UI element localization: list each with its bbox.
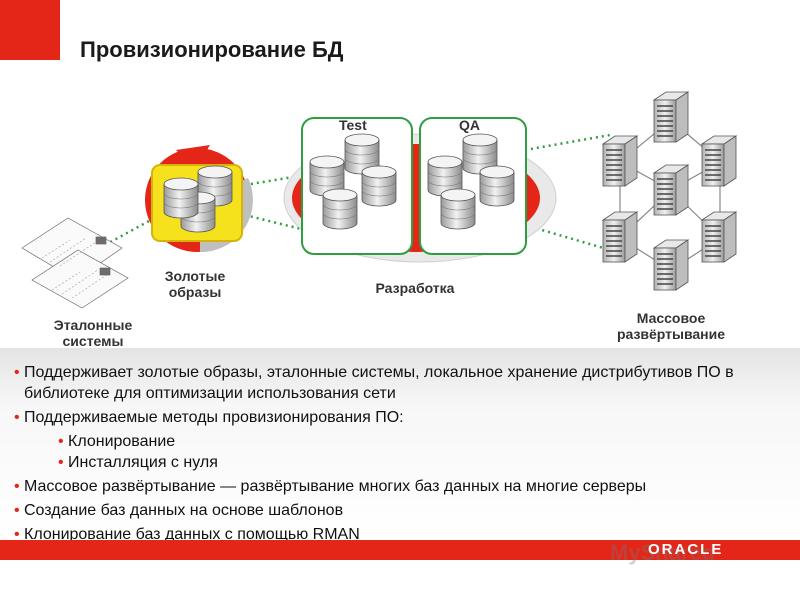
- test-environment: [301, 117, 413, 255]
- development-label: Разработка: [375, 280, 455, 296]
- bullet-panel: Поддерживает золотые образы, эталонные с…: [0, 348, 800, 545]
- bullet-fresh-install: Инсталляция с нуля: [58, 452, 784, 473]
- provisioning-diagram: [21, 91, 737, 309]
- bullet-mass-deployment: Массовое развёртывание — развёртывание м…: [14, 476, 784, 497]
- bullet-templates: Создание баз данных на основе шаблонов: [14, 500, 784, 521]
- footer-bar: [0, 540, 800, 560]
- qa-label: QA: [459, 117, 480, 133]
- mass-deployment-label: Массовое развёртывание: [616, 310, 726, 342]
- watermark: MyShared: [610, 540, 716, 565]
- red-corner-accent: [0, 0, 60, 60]
- golden-images-icon: [145, 145, 253, 253]
- qa-environment: [419, 117, 527, 255]
- reference-systems-label: Эталонные системы: [53, 317, 133, 349]
- dotted-connectors: [104, 133, 611, 252]
- bullet-list: Поддерживает золотые образы, эталонные с…: [14, 362, 784, 545]
- test-label: Test: [339, 117, 367, 133]
- oracle-logo: ORACLE: [648, 541, 724, 558]
- bullet-rman: Клонирование баз данных с помощью RMAN: [14, 524, 784, 545]
- bullet-cloning: Клонирование: [58, 431, 784, 452]
- page-title: Провизионирование БД: [80, 37, 344, 62]
- bullet-golden-images: Поддерживает золотые образы, эталонные с…: [14, 362, 784, 404]
- golden-images-label: Золотые образы: [164, 268, 226, 300]
- bullet-methods: Поддерживаемые методы провизионирования …: [14, 407, 784, 428]
- reference-systems-icon: [21, 217, 129, 309]
- mass-deployment-servers: [602, 91, 737, 291]
